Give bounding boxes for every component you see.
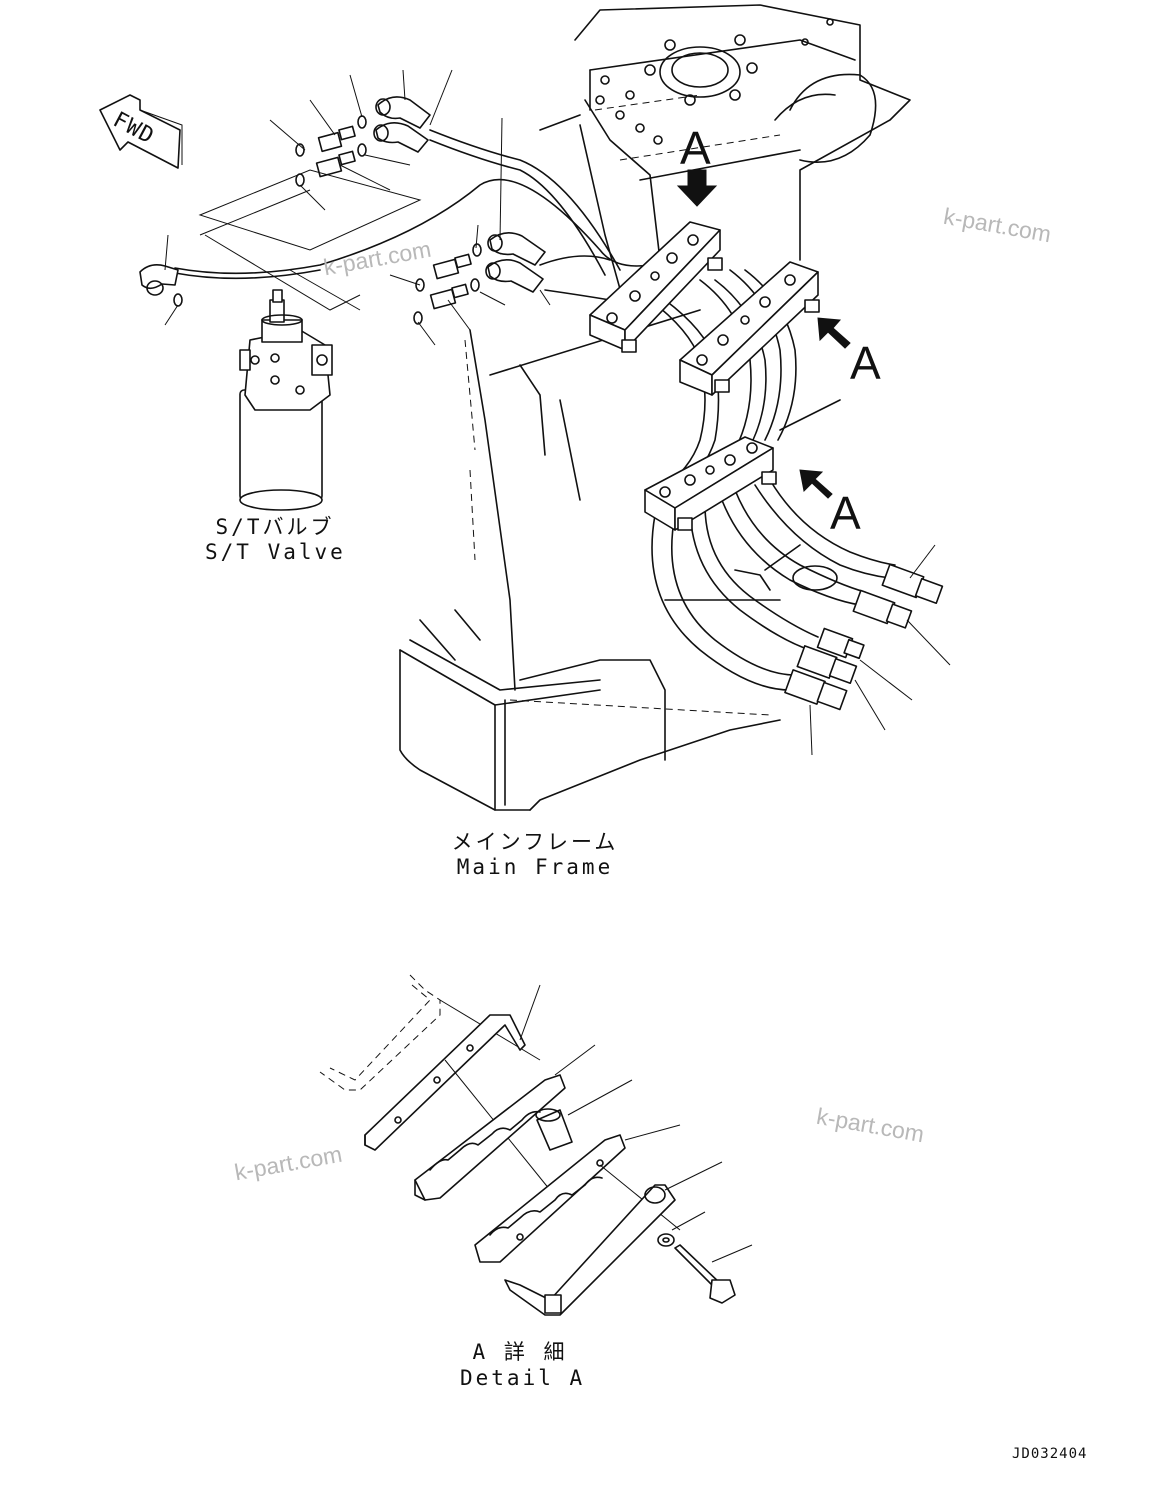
callout-a-bottom: A [830, 487, 861, 539]
st-valve-label-en: S/T Valve [205, 540, 346, 564]
st-valve [239, 289, 333, 511]
detail-a-arrows [676, 169, 851, 499]
drawing-code: JD032404 [1012, 1446, 1088, 1462]
mounting-plates [198, 169, 422, 311]
callout-a-middle: A [850, 337, 881, 389]
main-frame-label-en: Main Frame [456, 855, 614, 879]
clamp-top [589, 221, 723, 353]
upper-fittings [295, 96, 431, 187]
st-valve-label-jp: S/Tバルブ [215, 515, 335, 539]
clamp-middle [679, 261, 820, 396]
valve-elbow [139, 264, 183, 307]
hose-end-fittings [784, 563, 944, 711]
clamp-bottom [644, 436, 777, 531]
callout-a-top: A [680, 122, 711, 174]
main-frame-drawing [399, 4, 911, 811]
detail-a-drawing [319, 974, 753, 1316]
detail-a-label-jp: A 詳 細 [472, 1340, 568, 1364]
leader-lines [164, 69, 951, 756]
main-frame-label-jp: メインフレーム [451, 830, 619, 854]
fwd-arrow [99, 94, 183, 169]
middle-fittings [413, 232, 546, 325]
detail-a-label-en: Detail A [460, 1366, 586, 1390]
